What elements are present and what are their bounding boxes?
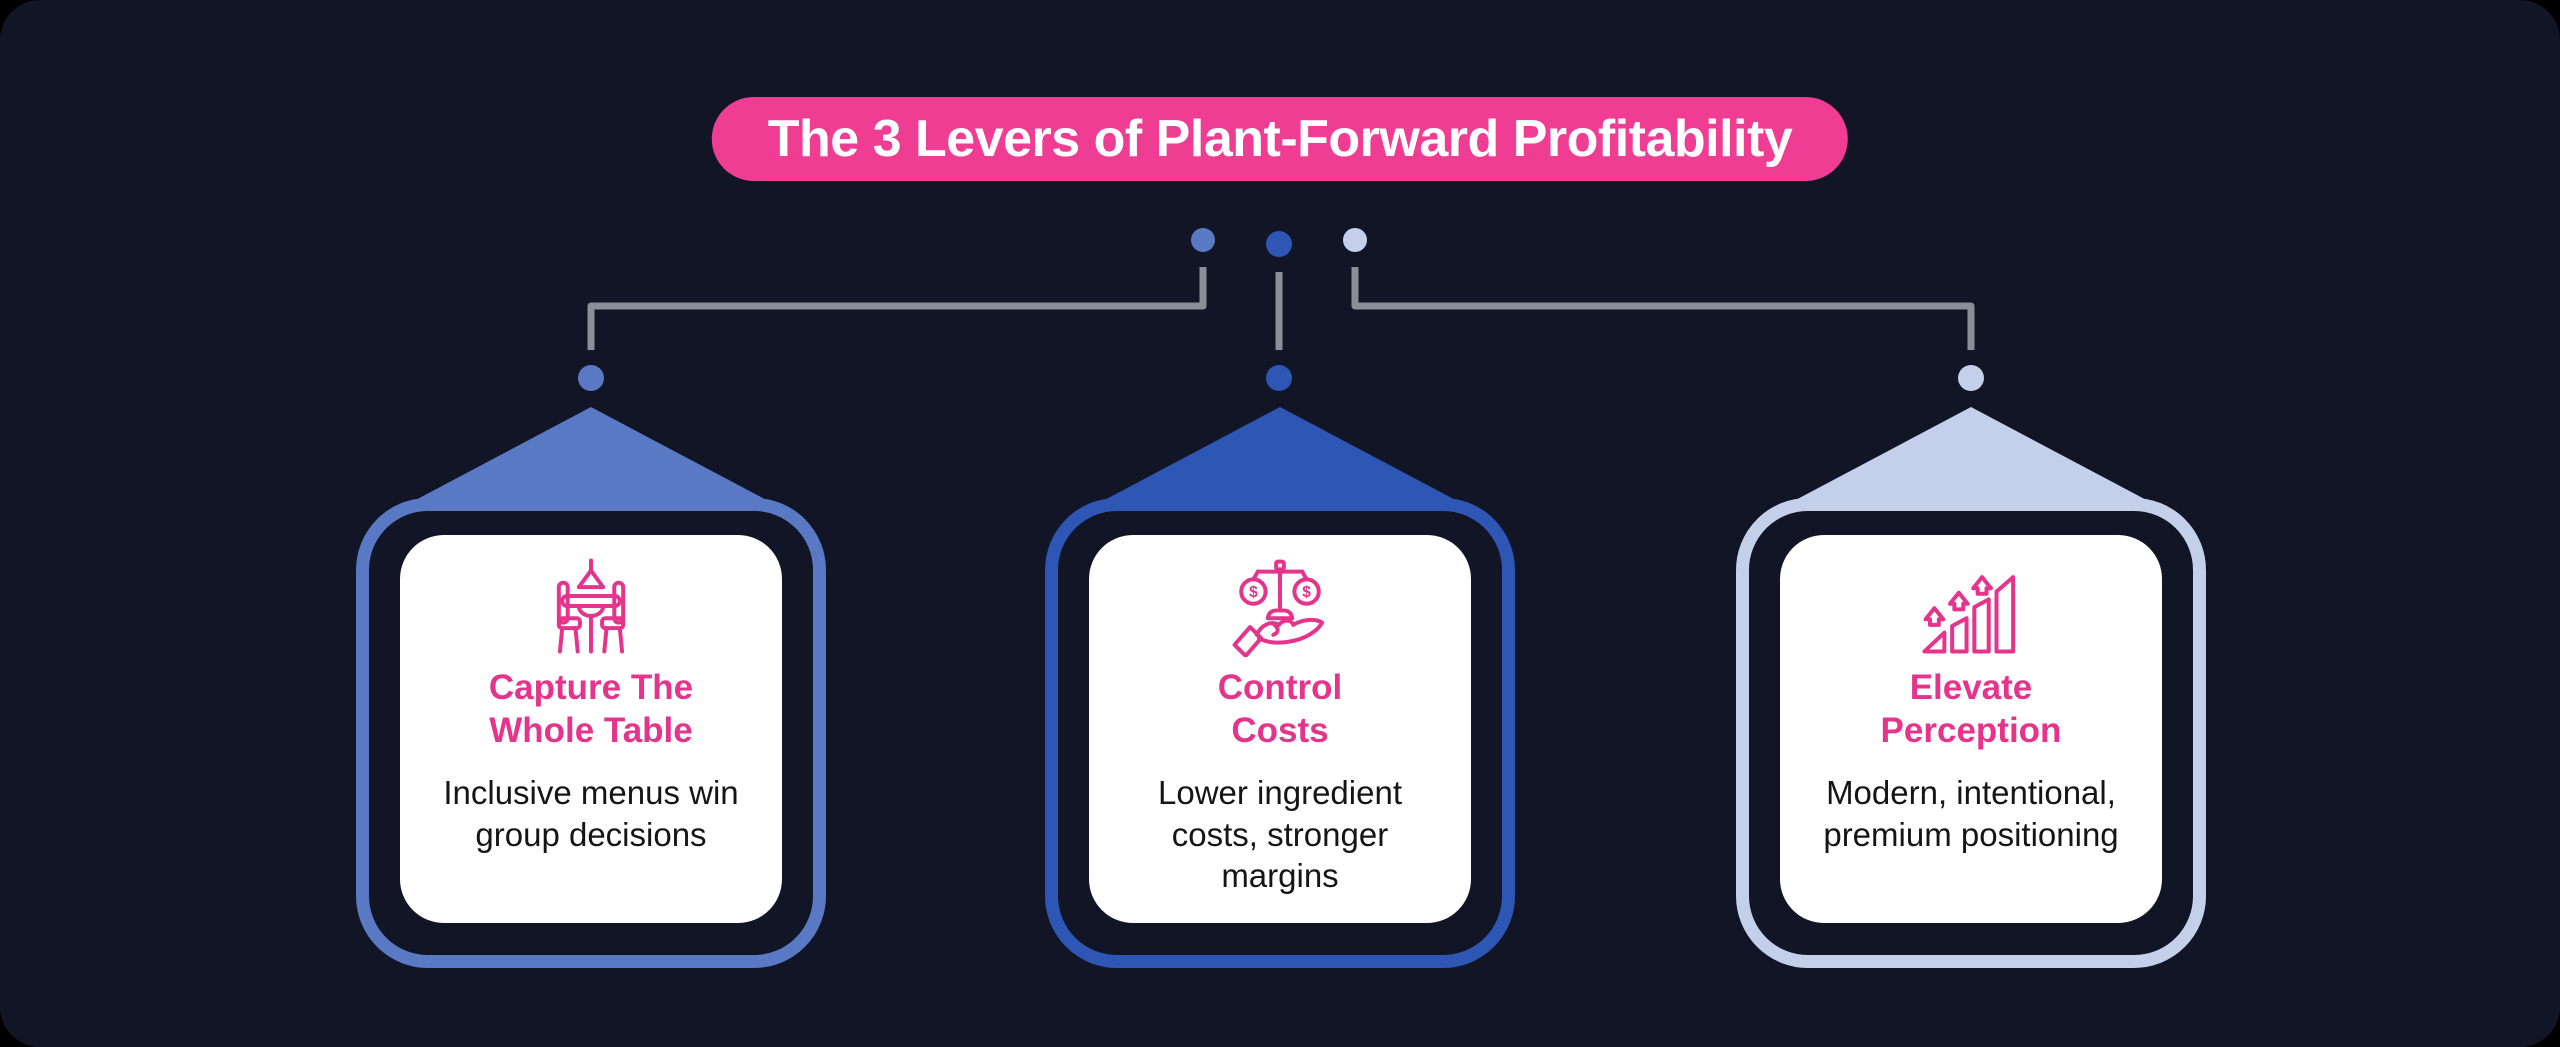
card-title: Capture The Whole Table	[488, 668, 694, 750]
connector-dot-card-2	[1266, 365, 1292, 391]
connector-path-left	[587, 267, 1207, 350]
growth-bars-icon	[1922, 575, 2016, 654]
card-capture-whole-table: Capture The Whole Table Inclusive menus …	[356, 498, 826, 968]
connector-path-right	[1351, 267, 1975, 350]
card-roof-3	[1788, 407, 2154, 504]
card-title: Control Costs	[1217, 668, 1343, 750]
card-control-costs: $ $ Control Costs Lower ingredient costs…	[1045, 498, 1515, 968]
title-banner: The 3 Levers of Plant-Forward Profitabil…	[711, 97, 1849, 181]
coin-dollar-glyph: $	[1302, 584, 1311, 601]
dining-table-icon	[556, 558, 626, 654]
card-body: Lower ingredient costs, stronger margins	[1158, 774, 1402, 894]
connector-dot-top-1	[1191, 228, 1215, 252]
card-inner: Elevate Perception Modern, intentional, …	[1780, 535, 2162, 923]
card-inner: $ $ Control Costs Lower ingredient costs…	[1089, 535, 1471, 923]
connector-dot-top-2	[1266, 231, 1292, 257]
card-title: Elevate Perception	[1880, 668, 2062, 750]
card-body: Modern, intentional, premium positioning	[1823, 774, 2119, 853]
page-title: The 3 Levers of Plant-Forward Profitabil…	[767, 110, 1793, 168]
connector-dot-top-3	[1343, 228, 1367, 252]
card-roof-1	[408, 407, 774, 504]
balance-scale-hand-icon: $ $	[1232, 559, 1325, 657]
connector-dot-card-3	[1958, 365, 1984, 391]
card-body: Inclusive menus win group decisions	[443, 774, 739, 853]
card-elevate-perception: Elevate Perception Modern, intentional, …	[1736, 498, 2206, 968]
coin-dollar-glyph: $	[1249, 584, 1258, 601]
card-inner: Capture The Whole Table Inclusive menus …	[400, 535, 782, 923]
connector-dot-card-1	[578, 365, 604, 391]
card-roof-2	[1097, 407, 1463, 504]
